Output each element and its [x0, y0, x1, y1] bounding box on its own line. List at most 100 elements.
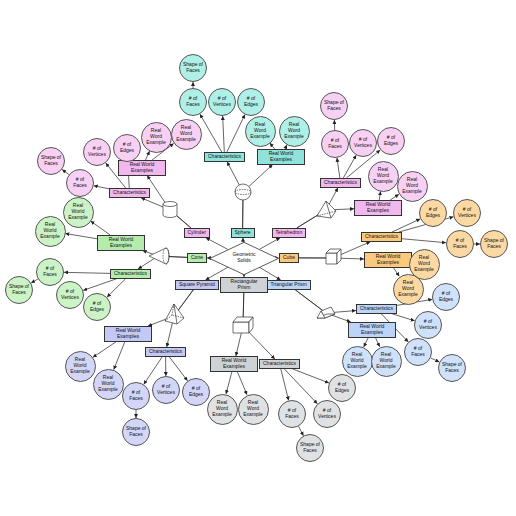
category-box: Cone	[187, 253, 207, 263]
property-circle: # of Edges	[377, 127, 405, 155]
node-text: # of Vertices	[352, 137, 374, 149]
node-text: Real World Examples	[261, 151, 301, 163]
connector	[375, 338, 379, 347]
node-text: # of Vertices	[211, 96, 233, 108]
node-text: Real World Example	[346, 352, 368, 369]
characteristics-box: Characteristics	[204, 152, 245, 162]
cylinder-icon	[163, 202, 177, 218]
connector	[146, 151, 150, 160]
node-text: Shape of Faces	[299, 442, 321, 454]
connector	[206, 238, 228, 250]
characteristics-box: Characteristics	[320, 178, 361, 188]
characteristics-box: Characteristics	[110, 269, 151, 279]
connector	[337, 158, 340, 178]
examples-box: Real World Examples	[364, 252, 412, 268]
connector	[83, 279, 116, 291]
node-text: # of Faces	[125, 390, 147, 402]
node-text: Characteristics	[208, 154, 241, 160]
property-circle: # of Faces	[66, 169, 94, 197]
property-circle: # of Edges	[328, 374, 356, 402]
category-box: Cylinder	[184, 228, 210, 238]
category-box: Triangular Prism	[267, 280, 312, 290]
connector	[295, 290, 351, 322]
center-diamond: Geometric Solids	[209, 242, 279, 275]
property-circle: Shape of Faces	[438, 354, 466, 382]
connector	[226, 372, 232, 395]
node-text: Real Word Example	[242, 400, 264, 417]
connector	[64, 272, 110, 273]
node-text: # of Vertices	[59, 289, 81, 301]
connector	[114, 342, 125, 370]
connector	[165, 357, 166, 376]
node-text: Real Word Example	[249, 122, 271, 139]
node-text: # of Edges	[116, 142, 138, 154]
node-text: Real Word Example	[413, 255, 435, 272]
examples-box: Real World Examples	[348, 322, 396, 338]
connector	[200, 114, 222, 152]
node-text: # of Vertices	[456, 207, 478, 219]
property-circle: # of Faces	[179, 88, 207, 116]
example-circle: Real Word Example	[279, 116, 310, 147]
property-circle: Shape of Faces	[122, 418, 150, 446]
node-text: # of Edges	[331, 382, 353, 394]
node-text: # of Faces	[69, 177, 91, 189]
example-circle: Real World Example	[371, 346, 402, 377]
property-circle: # of Vertices	[414, 311, 442, 339]
property-circle: # of Edges	[113, 134, 141, 162]
example-circle: Real Word Example	[368, 161, 399, 192]
example-circle: Real Word Example	[171, 119, 202, 150]
connector	[223, 116, 225, 152]
node-text: # of Vertices	[155, 384, 177, 396]
example-circle: Real Word Example	[238, 394, 269, 425]
node-text: Real Word Example	[372, 167, 394, 184]
node-text: Characteristics	[324, 180, 357, 186]
property-circle: Shape of Faces	[296, 434, 324, 462]
node-text: # of Edges	[86, 301, 108, 313]
category-box: Rectangular Prism	[220, 277, 268, 293]
node-text: Shape of Faces	[40, 155, 62, 167]
connector	[292, 369, 329, 383]
node-text: Real World Example	[69, 357, 91, 374]
property-circle: # of Vertices	[83, 138, 111, 166]
connector	[93, 342, 117, 358]
node-text: Real World Example	[39, 222, 61, 239]
property-circle: # of Vertices	[349, 129, 377, 157]
node-text: Cone	[191, 255, 203, 261]
node-text: Shape of Faces	[323, 100, 345, 112]
characteristics-box: Characteristics	[361, 232, 402, 242]
property-circle: # of Edges	[419, 199, 447, 227]
node-text: Shape of Faces	[483, 238, 505, 250]
cube-icon	[326, 249, 341, 264]
connector	[147, 176, 191, 229]
property-circle: # of Faces	[278, 400, 306, 428]
property-circle: # of Edges	[432, 283, 460, 311]
connector	[297, 188, 338, 228]
node-text: Rectangular Prism	[224, 279, 264, 291]
node-text: Cylinder	[188, 230, 206, 236]
property-circle: # of Vertices	[208, 88, 236, 116]
property-circle: # of Vertices	[313, 400, 341, 428]
connector	[260, 238, 280, 249]
node-text: Characteristics	[149, 349, 182, 355]
connector	[393, 268, 399, 277]
connector	[402, 239, 446, 243]
connector	[392, 219, 420, 232]
node-text: Real World Examples	[214, 358, 254, 370]
node-text: # of Faces	[39, 266, 61, 278]
node-text: Real World Examples	[122, 162, 162, 174]
connector	[237, 372, 247, 395]
node-text: # of Vertices	[417, 319, 439, 331]
example-circle: Real World Example	[93, 369, 124, 400]
examples-box: Real World Examples	[118, 160, 166, 176]
example-circle: Real World Example	[35, 216, 66, 247]
example-circle: Real World Example	[342, 346, 373, 377]
examples-box: Real World Examples	[257, 149, 305, 165]
property-circle: # of Vertices	[152, 376, 180, 404]
examples-box: Real World Examples	[354, 200, 402, 216]
tetrahedron-icon	[317, 201, 336, 218]
node-text: Characteristics	[365, 234, 398, 240]
node-text: Shape of Faces	[441, 362, 463, 374]
node-text: # of Edges	[380, 135, 402, 147]
node-text: Real Word Example	[211, 400, 233, 417]
property-circle: # of Edges	[237, 88, 265, 116]
